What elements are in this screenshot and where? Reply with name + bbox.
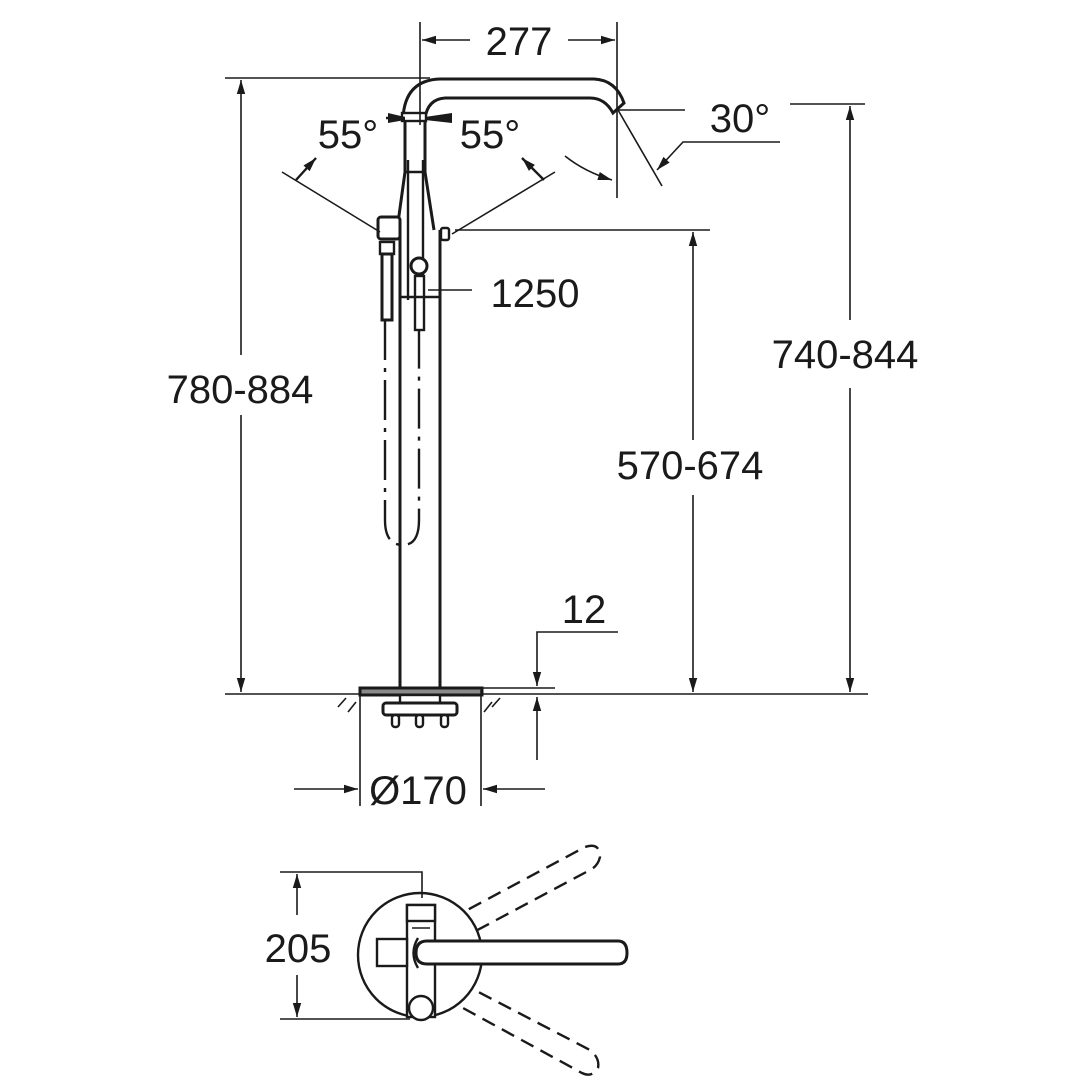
spout-swivel-upper	[429, 844, 602, 952]
floor-hatching	[337, 697, 501, 713]
mounting-bolt	[439, 713, 450, 729]
leader-line	[656, 141, 780, 171]
shower-hose	[383, 320, 421, 547]
plan-depth-label: 205	[265, 927, 332, 971]
handle-angle-left-label: 55°	[318, 113, 379, 157]
spout-outlet-height-label: 740-844	[772, 333, 919, 377]
dimension-handle-height: 570-674	[455, 229, 764, 692]
column-top-cap	[405, 903, 437, 923]
angle-line	[281, 171, 381, 233]
hose-length-label: 1250	[491, 272, 580, 316]
spout-collar	[400, 111, 428, 123]
dimension-plan-depth: 205	[265, 871, 423, 1020]
diverter-knob	[439, 226, 451, 242]
mounting-plate	[381, 701, 459, 717]
angle-line	[451, 171, 556, 235]
dimension-handle-angles: 55° 55°	[281, 113, 556, 235]
base-diameter-label: Ø170	[369, 769, 467, 813]
dimension-flange-thickness: 12	[482, 588, 618, 760]
angle-arrow	[295, 157, 317, 181]
hose-fitting	[413, 274, 426, 332]
column-upper	[395, 120, 436, 231]
mixer-lever	[376, 215, 402, 241]
faucet-body	[337, 77, 626, 729]
dimension-spout-reach: 277	[419, 20, 618, 198]
dimension-hose-length: 1250	[428, 272, 579, 316]
flange-thickness-label: 12	[562, 588, 607, 632]
extension-line	[280, 871, 423, 898]
dimension-spout-outlet-height: 740-844	[772, 103, 919, 692]
spout-angle-label: 30°	[710, 97, 771, 141]
dimension-total-height: 780-884	[167, 80, 314, 692]
spout-swivel-positions	[429, 844, 602, 1076]
spout-reach-label: 277	[486, 20, 553, 64]
dimension-base-diameter: Ø170	[294, 690, 545, 813]
spout	[401, 77, 626, 119]
top-plan-view: 205	[265, 844, 629, 1076]
hand-shower	[380, 252, 394, 322]
dimension-line	[532, 631, 618, 686]
spout-base-ring	[412, 937, 420, 969]
handle-height-label: 570-674	[617, 444, 764, 488]
hose-connector	[409, 256, 429, 276]
mounting-bolt	[390, 713, 401, 729]
spout-swivel-lower	[429, 970, 600, 1076]
total-height-label: 780-884	[167, 368, 314, 412]
arrow-head	[425, 113, 452, 123]
side-elevation-view: 277 30° 55° 55° 1250	[167, 20, 919, 813]
dimension-spout-angle: 30°	[564, 97, 780, 187]
angle-arrow	[521, 157, 545, 181]
angle-line	[617, 109, 663, 187]
spout-plan	[414, 939, 629, 966]
handle-angle-right-label: 55°	[460, 113, 521, 157]
angle-arc	[564, 155, 613, 181]
mounting-bolt	[414, 713, 425, 729]
hose-outlet	[407, 994, 435, 1022]
arrow-head	[388, 113, 405, 123]
shower-holder	[378, 240, 396, 256]
lever-stub	[375, 937, 409, 968]
